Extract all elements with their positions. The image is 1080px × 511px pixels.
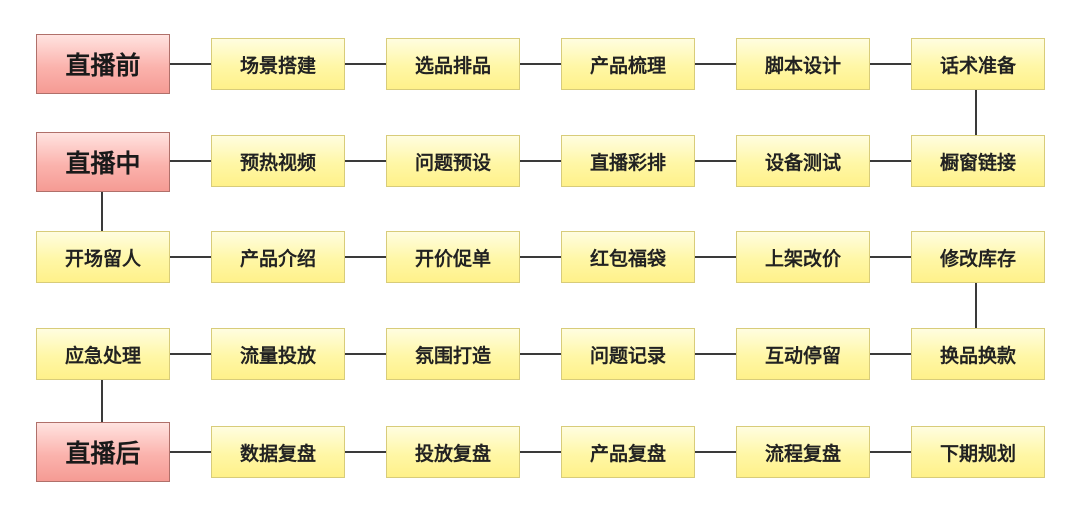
connector-r3-c3 — [694, 353, 736, 355]
connector-r4-c2 — [519, 451, 561, 453]
step-issue-record: 问题记录 — [561, 328, 695, 380]
phase-after-live: 直播后 — [36, 422, 170, 482]
connector-r2-c3 — [694, 256, 736, 258]
connector-r1-c2 — [519, 160, 561, 162]
step-question-preset: 问题预设 — [386, 135, 520, 187]
connector-r2-c4 — [869, 256, 911, 258]
connector-r4-c1 — [344, 451, 386, 453]
connector-r2-c1 — [344, 256, 386, 258]
step-product-review: 产品复盘 — [561, 426, 695, 478]
step-scene-setup: 场景搭建 — [211, 38, 345, 90]
step-price-promotion: 开价促单 — [386, 231, 520, 283]
step-script-design: 脚本设计 — [736, 38, 870, 90]
step-atmosphere: 氛围打造 — [386, 328, 520, 380]
step-product-switch: 换品换款 — [911, 328, 1045, 380]
step-warmup-video: 预热视频 — [211, 135, 345, 187]
step-emergency-handling: 应急处理 — [36, 328, 170, 380]
connector-r3-c4 — [869, 353, 911, 355]
connector-r4-c4 — [869, 451, 911, 453]
connector-r1-c0 — [169, 160, 211, 162]
step-red-packet: 红包福袋 — [561, 231, 695, 283]
phase-during-live: 直播中 — [36, 132, 170, 192]
connector-r3-c0 — [169, 353, 211, 355]
step-showcase-link: 橱窗链接 — [911, 135, 1045, 187]
connector-r3-c2 — [519, 353, 561, 355]
connector-v-right-r2-r3 — [975, 282, 977, 328]
connector-r0-c0 — [169, 63, 211, 65]
step-next-plan: 下期规划 — [911, 426, 1045, 478]
connector-r0-c1 — [344, 63, 386, 65]
connector-r2-c0 — [169, 256, 211, 258]
connector-r0-c3 — [694, 63, 736, 65]
connector-v-left-r3-r4 — [101, 379, 103, 422]
step-product-sorting: 产品梳理 — [561, 38, 695, 90]
connector-r2-c2 — [519, 256, 561, 258]
phase-before-live: 直播前 — [36, 34, 170, 94]
step-talk-preparation: 话术准备 — [911, 38, 1045, 90]
step-modify-inventory: 修改库存 — [911, 231, 1045, 283]
connector-v-right-r0-r1 — [975, 89, 977, 135]
connector-r1-c3 — [694, 160, 736, 162]
step-live-rehearsal: 直播彩排 — [561, 135, 695, 187]
step-data-review: 数据复盘 — [211, 426, 345, 478]
step-ads-review: 投放复盘 — [386, 426, 520, 478]
step-product-intro: 产品介绍 — [211, 231, 345, 283]
step-listing-price-change: 上架改价 — [736, 231, 870, 283]
step-equipment-test: 设备测试 — [736, 135, 870, 187]
connector-r3-c1 — [344, 353, 386, 355]
step-product-selection: 选品排品 — [386, 38, 520, 90]
step-traffic-ads: 流量投放 — [211, 328, 345, 380]
connector-r1-c1 — [344, 160, 386, 162]
connector-r0-c2 — [519, 63, 561, 65]
step-process-review: 流程复盘 — [736, 426, 870, 478]
connector-v-left-r1-r2 — [101, 192, 103, 231]
connector-r1-c4 — [869, 160, 911, 162]
step-opening-retention: 开场留人 — [36, 231, 170, 283]
connector-r4-c0 — [169, 451, 211, 453]
connector-r0-c4 — [869, 63, 911, 65]
step-interaction-stay: 互动停留 — [736, 328, 870, 380]
connector-r4-c3 — [694, 451, 736, 453]
